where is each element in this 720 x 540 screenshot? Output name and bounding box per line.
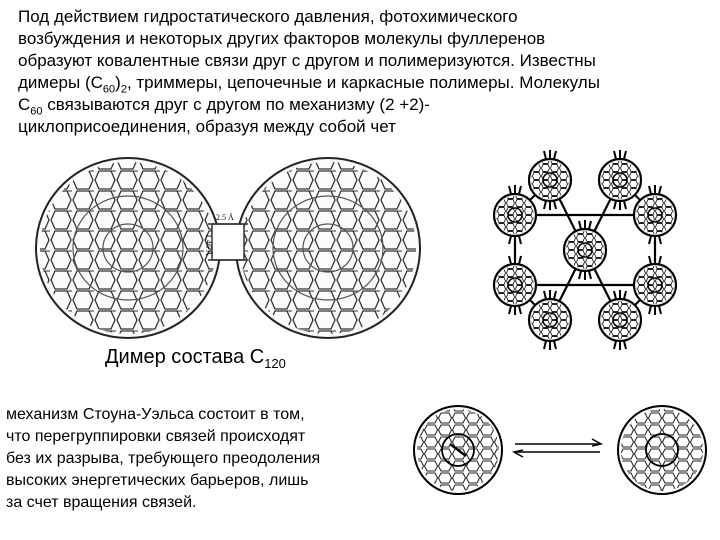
intro-line: C (18, 95, 31, 114)
fullerene-node (492, 183, 538, 247)
intro-line: ) (115, 73, 121, 92)
dimer-caption: Димер состава C120 (105, 346, 286, 371)
sw-line: механизм Стоуна-Уэльса состоит в том, (6, 406, 305, 423)
intro-line: образуют ковалентные связи друг с другом… (18, 51, 596, 70)
sw-line: без их разрыва, требующего преодоления (6, 450, 321, 467)
intro-line: связываются друг с другом по механизму (… (42, 95, 430, 114)
intro-line: возбуждения и некоторых других факторов … (18, 29, 546, 48)
subscript: 60 (30, 105, 43, 118)
fullerene-after (617, 405, 707, 495)
sw-line: за счет вращения связей. (6, 494, 197, 511)
intro-line: Под действием гидростатического давления… (18, 7, 518, 26)
left-fullerene (35, 157, 221, 339)
fullerene-node (562, 218, 608, 282)
intro-paragraph: Под действием гидростатического давления… (18, 6, 718, 138)
fullerene-node (632, 183, 678, 247)
sw-line: что перегруппировки связей происходят (6, 428, 306, 445)
bond-length-label: 2.5 Å (216, 213, 234, 222)
bridge-bond: 2.5 Å 1.46 Å (204, 213, 248, 261)
intro-line: димеры (C (18, 73, 103, 92)
sw-line: высоких энергетических барьеров, лишь (6, 472, 309, 489)
fullerene-before (413, 405, 503, 495)
fullerene-node (597, 288, 643, 352)
equilibrium-arrows (511, 438, 604, 458)
stone-wales-paragraph: механизм Стоуна-Уэльса состоит в том, чт… (6, 404, 416, 514)
stone-wales-figure (413, 405, 707, 495)
intro-line: , триммеры, цепочечные и каркасные полим… (126, 73, 600, 92)
subscript: 60 (102, 83, 116, 96)
fullerene-node (527, 148, 573, 212)
subscript: 2 (120, 83, 127, 96)
fullerene-node (597, 148, 643, 212)
right-fullerene (235, 157, 421, 339)
fullerene-node (527, 288, 573, 352)
intro-line: циклоприсоединения, образуя между собой … (18, 117, 396, 136)
subscript: 120 (264, 356, 286, 371)
fullerene-node (632, 253, 678, 317)
bond-length-label: 1.46 Å (204, 234, 213, 256)
dimer-figure: 2.5 Å 1.46 Å (35, 157, 421, 339)
fullerene-node (492, 253, 538, 317)
polymer-lattice-figure (492, 148, 678, 352)
